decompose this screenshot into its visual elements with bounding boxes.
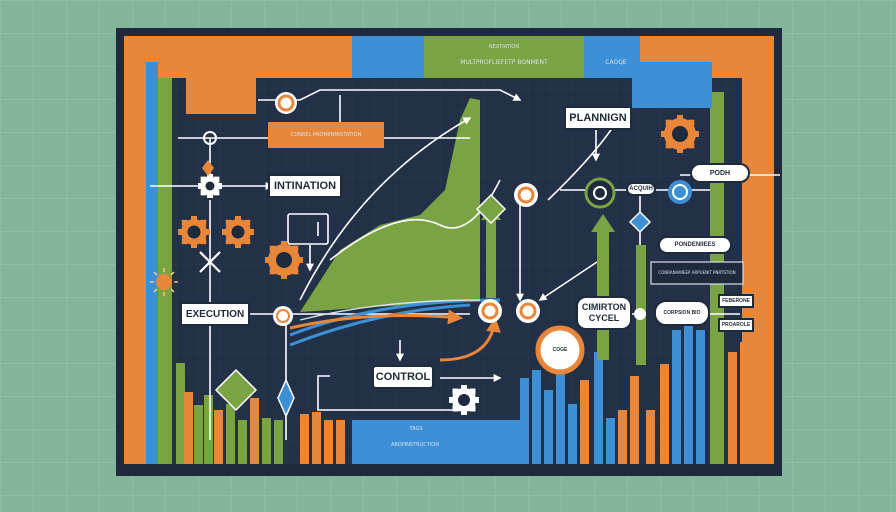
conrel-box-label: CONREL PROMPNMISTATION bbox=[290, 132, 362, 138]
gear-icon bbox=[222, 216, 254, 248]
histogram-bars bbox=[176, 318, 761, 464]
cycle-label: CIMIRTON CYCEL bbox=[576, 296, 632, 330]
gear-icon bbox=[265, 241, 303, 279]
histogram-bar bbox=[176, 363, 185, 464]
histogram-bar bbox=[728, 352, 737, 464]
histogram-bar bbox=[594, 352, 603, 464]
header-bar-orange-left bbox=[124, 36, 352, 78]
sun-burst-icon bbox=[150, 268, 178, 296]
histogram-bar bbox=[300, 414, 309, 464]
initiation-label: INTINATION bbox=[268, 174, 342, 198]
histogram-bar bbox=[684, 318, 693, 464]
histogram-bar bbox=[660, 364, 669, 464]
process-curves bbox=[289, 298, 501, 362]
histogram-bar bbox=[580, 380, 589, 464]
acquih-label: ACQUIH bbox=[626, 182, 656, 196]
histogram-bar bbox=[184, 392, 193, 464]
histogram-bar bbox=[752, 330, 761, 464]
flow-nodes bbox=[203, 92, 692, 375]
histogram-bar bbox=[630, 376, 639, 464]
coge-label: COGE bbox=[552, 347, 568, 353]
gear-icon bbox=[198, 174, 222, 198]
bottom-strip-blue bbox=[352, 420, 520, 464]
header-process-label: MULTPROFLIEFETP BONMENT bbox=[460, 59, 548, 66]
histogram-bar bbox=[556, 360, 565, 464]
nextiation-label: NEXTIATION bbox=[488, 44, 519, 50]
histogram-bar bbox=[618, 410, 627, 464]
control-label: CONTROL bbox=[372, 365, 434, 389]
orange-info-box bbox=[268, 122, 384, 148]
left-side-bar-blue bbox=[146, 62, 158, 464]
feberone-box: FEBERONE bbox=[718, 294, 754, 308]
histogram-bar bbox=[274, 420, 283, 464]
histogram-bar bbox=[226, 404, 235, 464]
gear-icons bbox=[178, 115, 699, 415]
histogram-bar bbox=[520, 378, 529, 464]
blue-info-box bbox=[632, 62, 712, 108]
tags-label: TAGS bbox=[409, 426, 423, 432]
histogram-bar bbox=[214, 410, 223, 464]
histogram-bar bbox=[262, 418, 271, 464]
left-side-bar-orange bbox=[124, 78, 146, 464]
dark-info-box bbox=[650, 261, 744, 285]
histogram-bar bbox=[544, 390, 553, 464]
histogram-bar bbox=[336, 420, 345, 464]
planning-label: PLANNIGN bbox=[564, 106, 632, 130]
execution-label: EXECUTION bbox=[180, 302, 250, 326]
green-area-chart bbox=[300, 98, 480, 312]
histogram-bar bbox=[568, 404, 577, 464]
orange-box-top-left bbox=[186, 74, 256, 114]
proarole-box: PROAROLE bbox=[718, 318, 754, 332]
podh-label: PODH bbox=[690, 163, 750, 183]
diamond-icons bbox=[202, 160, 652, 418]
histogram-bar bbox=[672, 330, 681, 464]
histogram-bar bbox=[250, 398, 259, 464]
header-caoqe-label: CAOQE bbox=[605, 59, 627, 66]
corpsion-box: CORPSION BIO bbox=[654, 300, 710, 326]
histogram-bar bbox=[532, 370, 541, 464]
header-bar-blue-2 bbox=[584, 36, 640, 78]
histogram-bar bbox=[324, 420, 333, 464]
histogram-bar bbox=[696, 330, 705, 464]
gear-icon bbox=[449, 385, 479, 415]
pondeniiees-label: PONDENIIEES bbox=[658, 236, 732, 254]
histogram-bar bbox=[312, 412, 321, 464]
header-bar-blue bbox=[352, 36, 424, 78]
header-bar-green bbox=[424, 36, 584, 78]
histogram-bar bbox=[194, 405, 203, 464]
left-side-bar-green bbox=[158, 78, 172, 464]
histogram-bar bbox=[646, 410, 655, 464]
cycle-label-line1: CIMIRTON bbox=[581, 302, 627, 312]
histogram-bar bbox=[238, 420, 247, 464]
histogram-bar bbox=[606, 418, 615, 464]
cross-icon bbox=[199, 251, 221, 273]
histogram-bar bbox=[740, 342, 749, 464]
histogram-bar bbox=[204, 395, 213, 464]
dark-box-label: CONRANAMIEEP ARPUENIT PNRTSTION bbox=[658, 270, 736, 275]
gear-icon bbox=[661, 115, 699, 153]
cycle-label-line2: CYCEL bbox=[588, 313, 620, 323]
monitor-icon bbox=[287, 213, 329, 245]
gear-icon bbox=[178, 216, 210, 248]
abopinstruction-label: ABOPINSTRUCTION bbox=[391, 442, 439, 448]
